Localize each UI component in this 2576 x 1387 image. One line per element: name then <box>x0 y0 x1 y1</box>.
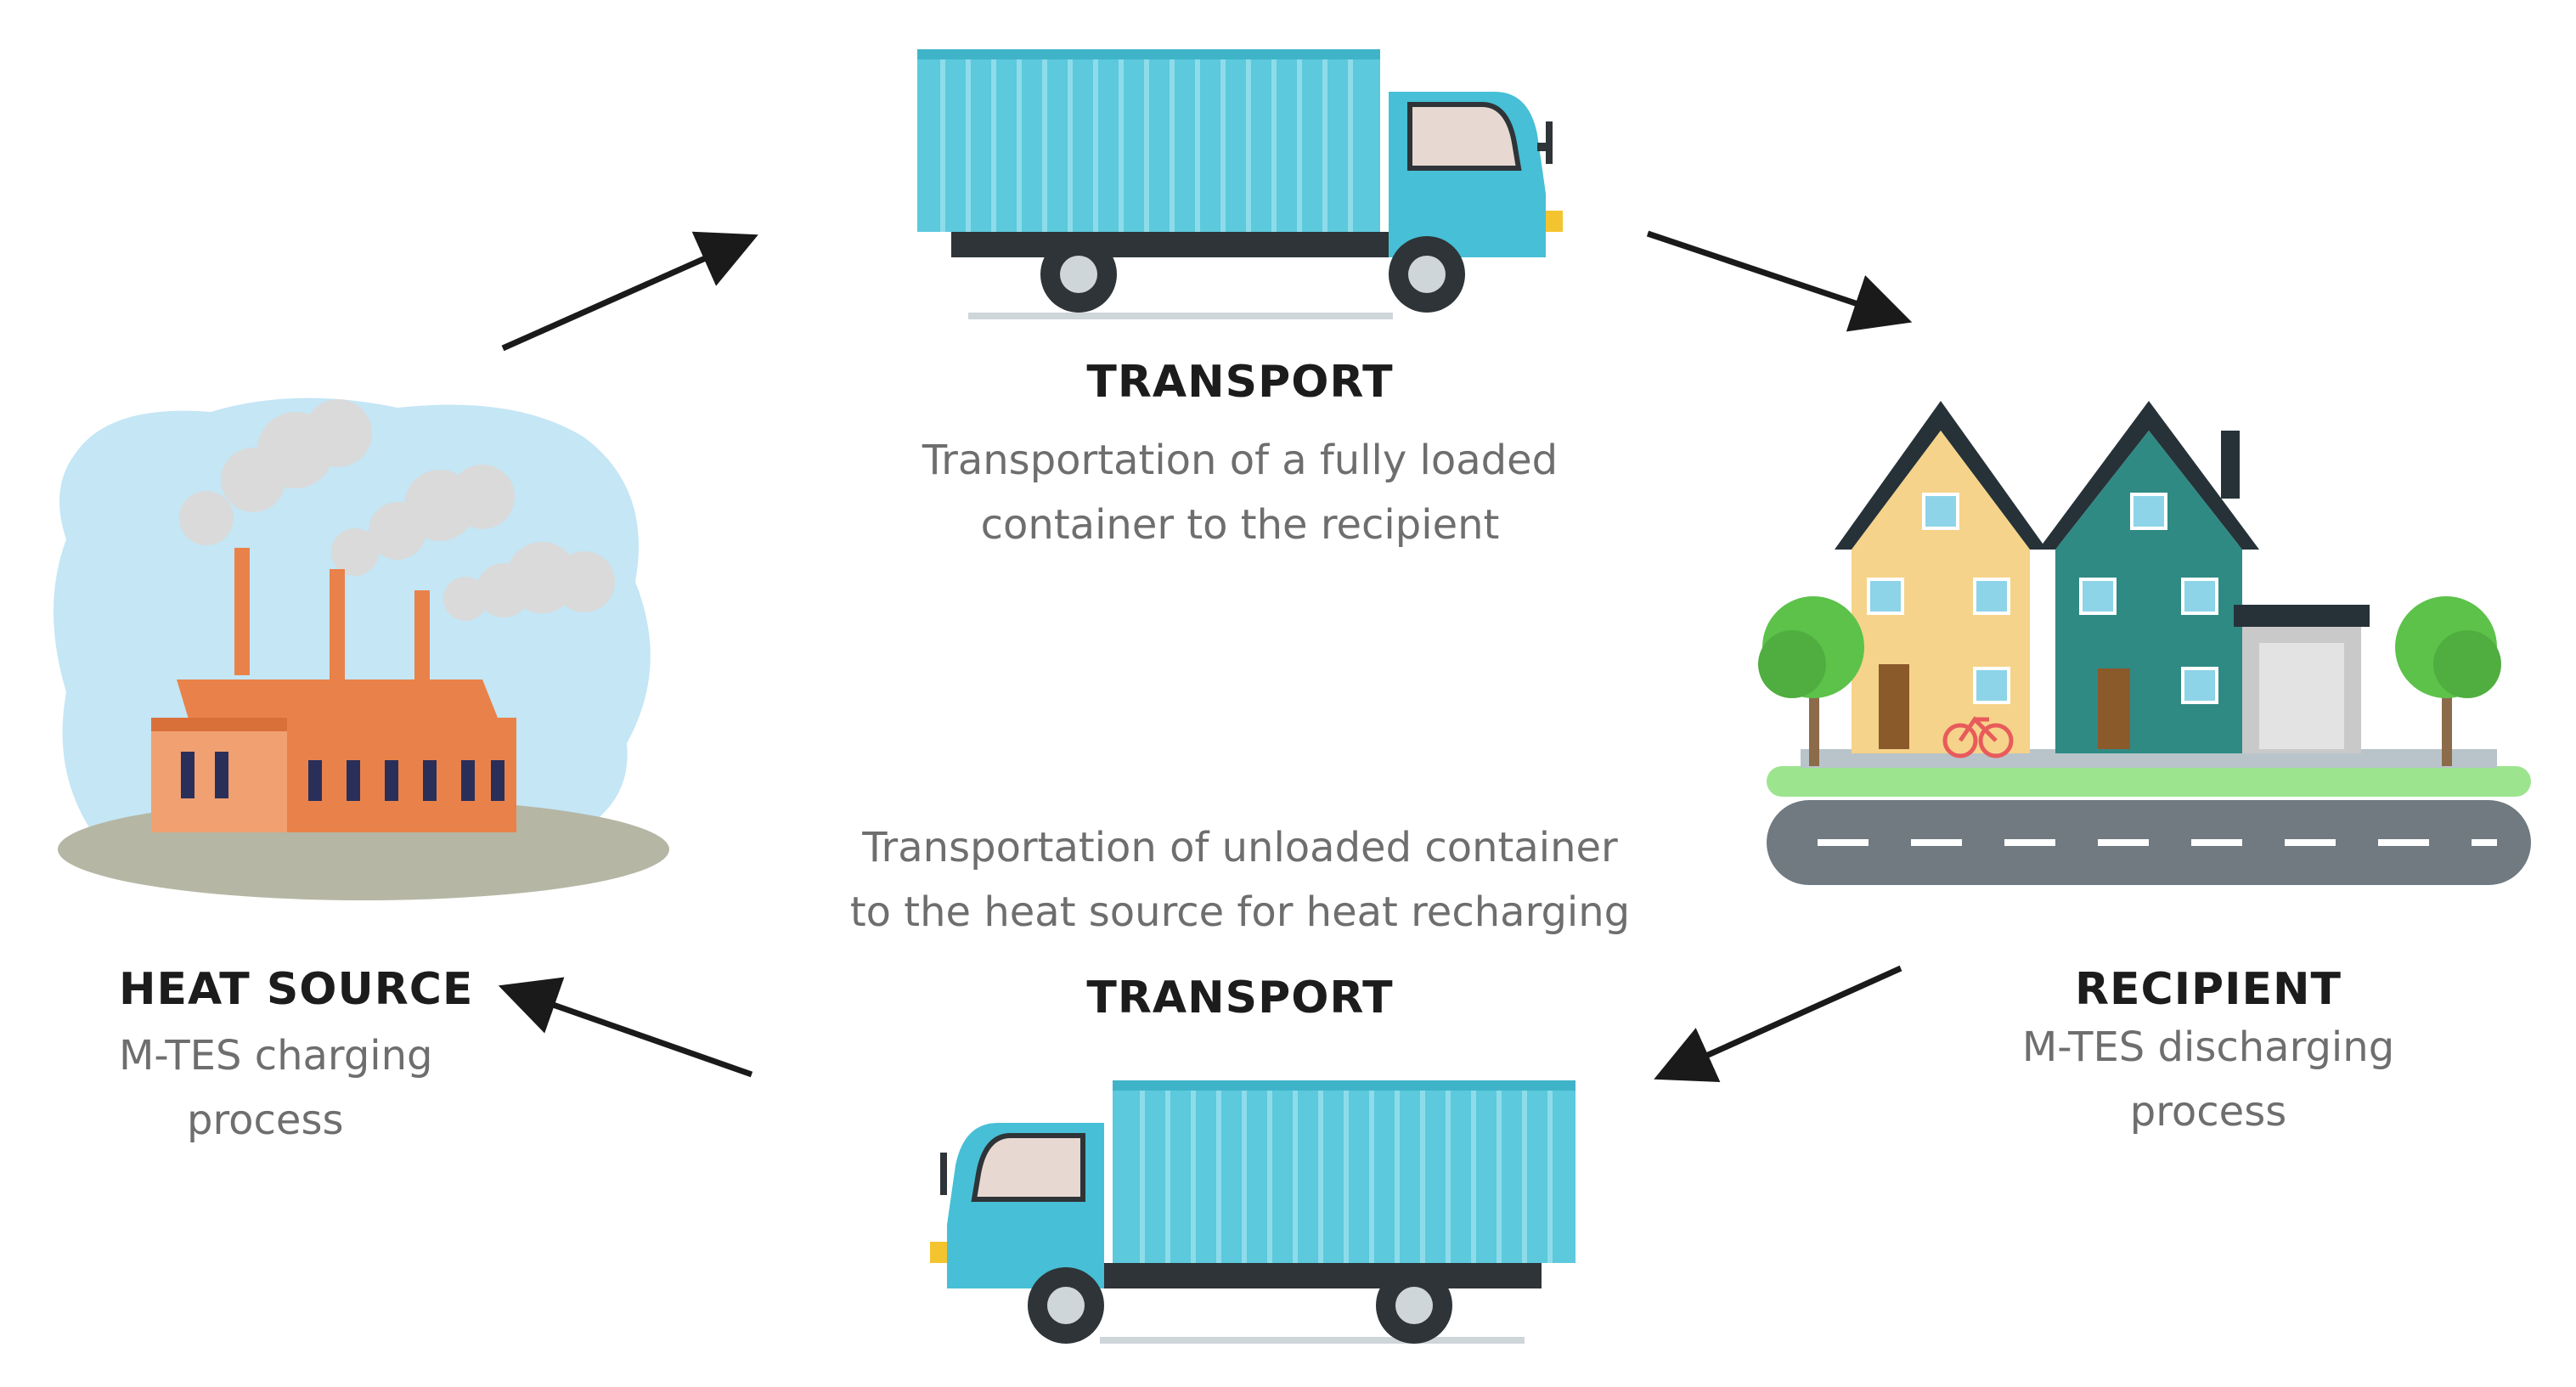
node-title: TRANSPORT <box>1086 357 1394 408</box>
node-description: Transportation of unloaded container to … <box>849 824 1631 936</box>
houses-icon <box>1758 401 2531 885</box>
node-title: HEAT SOURCE <box>119 964 474 1015</box>
node-recipient: RECIPIENT M-TES discharging process <box>1979 964 2438 1144</box>
node-heat-source: HEAT SOURCE M-TES charging process <box>119 964 510 1153</box>
node-transport-bottom-description: Transportation of unloaded container to … <box>764 815 1716 944</box>
node-description: Transportation of a fully loaded contain… <box>922 437 1559 549</box>
node-title: TRANSPORT <box>1086 973 1394 1023</box>
arrow-recipient-to-transport <box>1654 965 1902 1082</box>
arrow-transport-to-heat <box>498 977 753 1078</box>
truck-unloaded-icon <box>930 1080 1575 1344</box>
factory-icon <box>54 397 669 900</box>
node-title: RECIPIENT <box>2074 964 2342 1015</box>
node-transport-bottom-title: TRANSPORT <box>832 973 1648 1023</box>
node-description: M-TES charging process <box>119 1032 433 1144</box>
node-description: M-TES discharging process <box>2021 1023 2395 1136</box>
truck-loaded-icon <box>917 49 1563 319</box>
node-transport-top: TRANSPORT Transportation of a fully load… <box>832 357 1648 557</box>
arrow-heat-to-transport <box>501 231 758 352</box>
arrow-transport-to-recipient <box>1646 230 1913 332</box>
